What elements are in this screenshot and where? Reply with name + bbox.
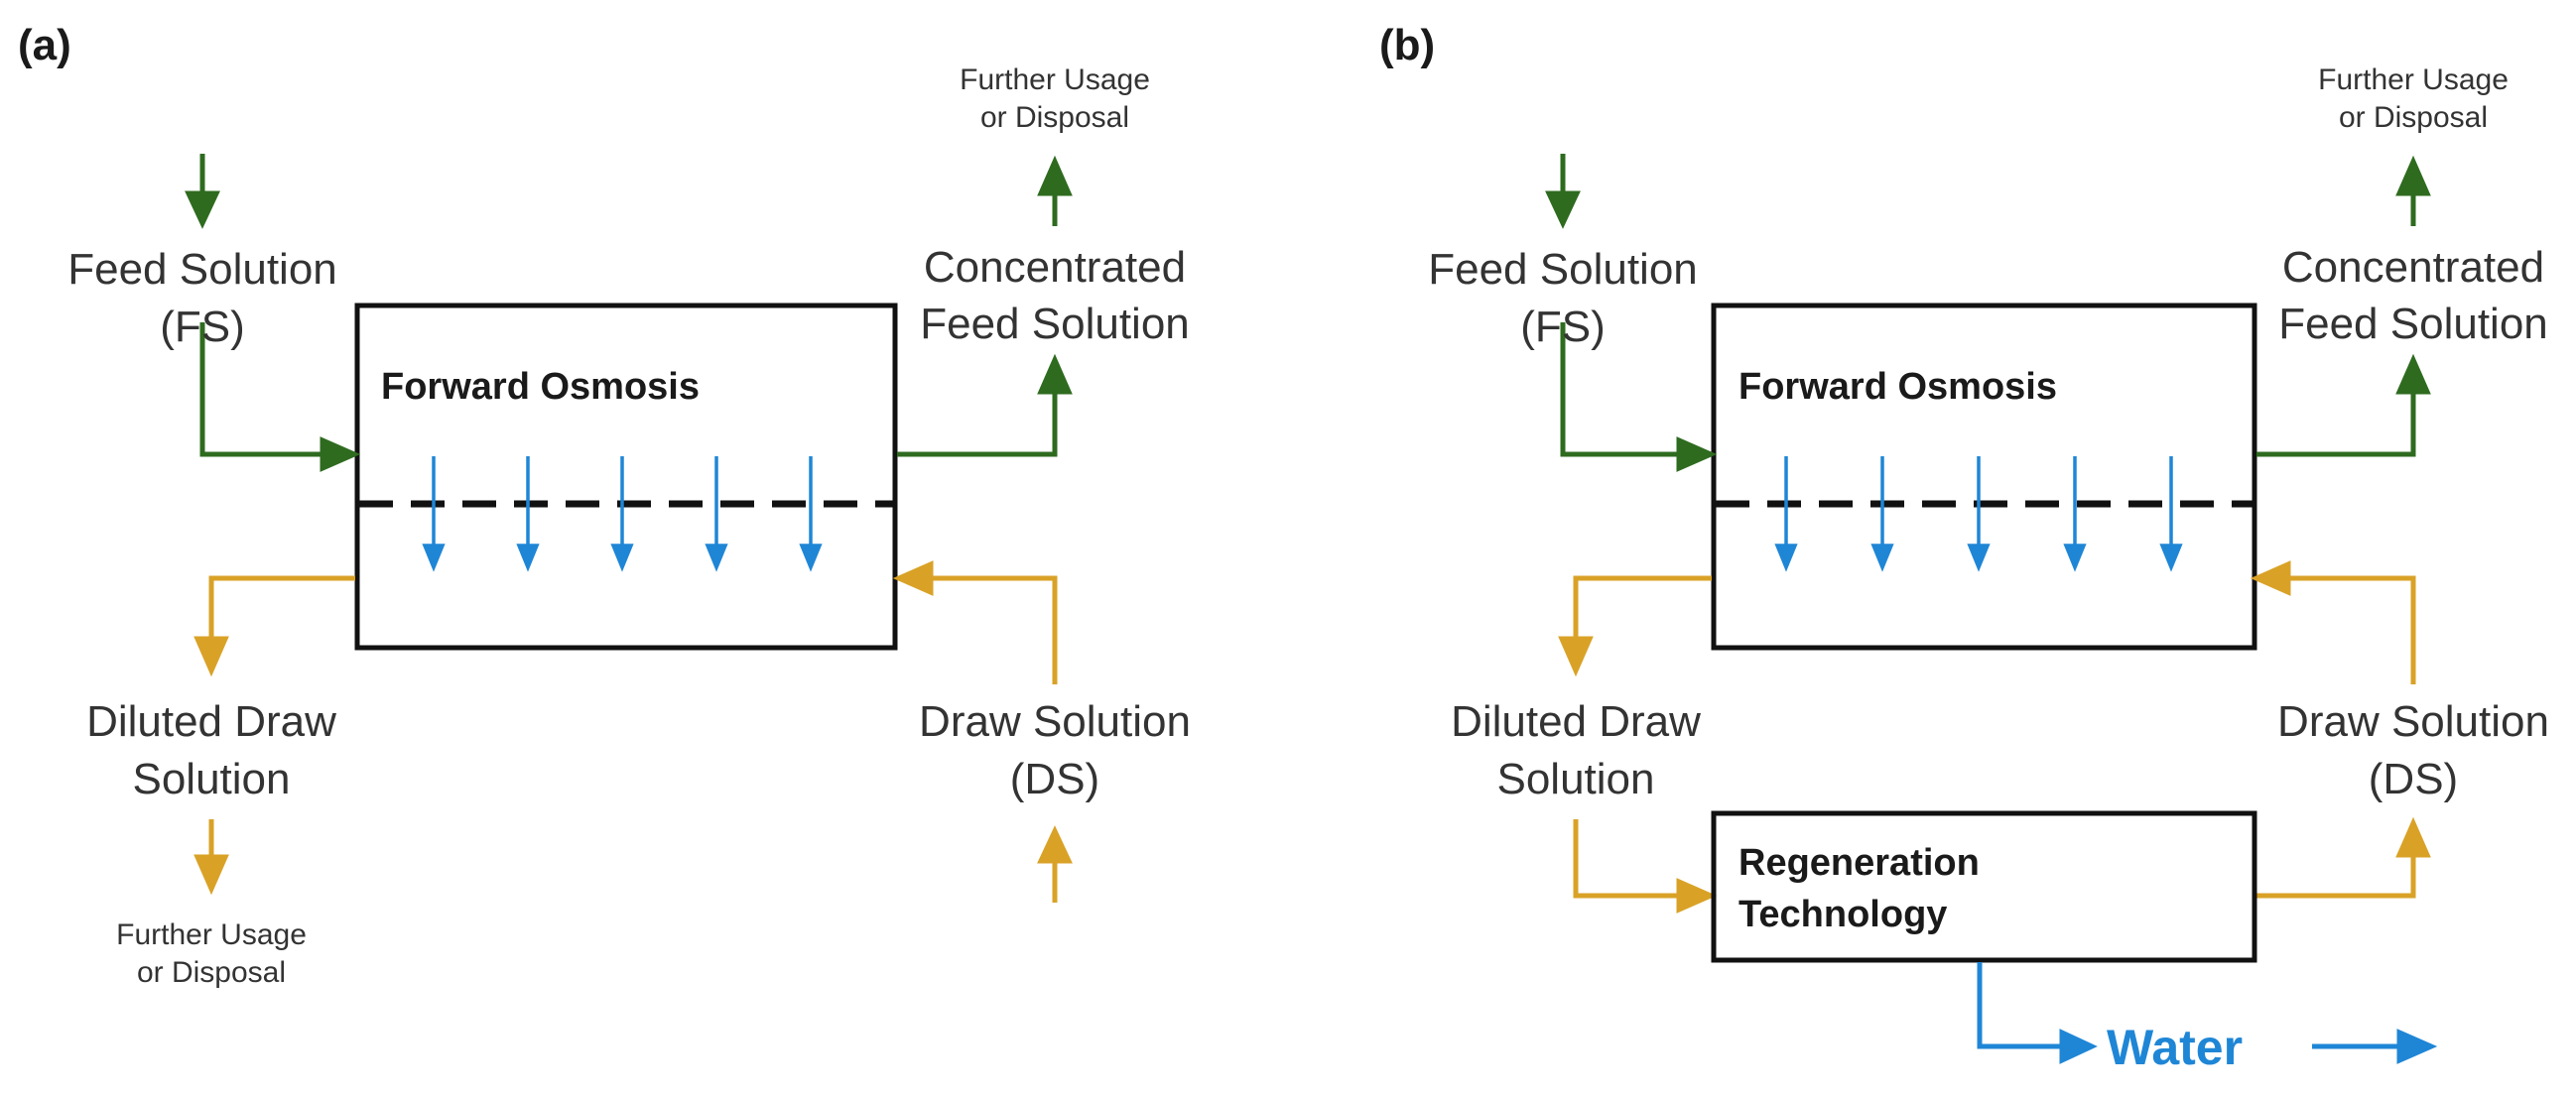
regeneration-box xyxy=(1711,810,2257,963)
diluted-draw-arrow-a xyxy=(193,575,355,896)
draw-inlet-arrow-a xyxy=(892,560,1073,903)
panel-a: (a) Forward Osmosis Feed Solution (FS) C… xyxy=(18,21,1191,989)
feed-inlet-arrow-b xyxy=(1545,154,1718,472)
concentrated-feed-label2-b: Feed Solution xyxy=(2278,300,2548,348)
diluted-draw-label2-a: Solution xyxy=(132,755,290,803)
forward-osmosis-box-b xyxy=(1711,303,2257,651)
further-usage-top-a: Further Usage xyxy=(960,63,1150,96)
technology-label: Technology xyxy=(1739,894,1947,935)
further-usage-top-b: Further Usage xyxy=(2318,63,2509,96)
panel-b-tag: (b) xyxy=(1379,21,1435,69)
draw-solution-abbr-b: (DS) xyxy=(2369,755,2458,803)
draw-solution-label-a: Draw Solution xyxy=(919,697,1191,746)
or-disposal-bottom-a: or Disposal xyxy=(137,956,286,989)
water-output-arrow xyxy=(1977,962,2438,1064)
diluted-draw-label-b: Diluted Draw xyxy=(1451,697,1701,746)
diluted-draw-label-a: Diluted Draw xyxy=(86,697,336,746)
further-usage-bottom-a: Further Usage xyxy=(116,918,307,951)
or-disposal-top-a: or Disposal xyxy=(980,101,1129,134)
water-flux-arrows-b xyxy=(1774,456,2183,572)
feed-solution-label-b: Feed Solution xyxy=(1428,245,1698,294)
concentrated-feed-arrow-b xyxy=(2256,155,2431,457)
panel-a-tag: (a) xyxy=(18,21,71,69)
water-label: Water xyxy=(2107,1020,2243,1075)
feed-inlet-arrow-a xyxy=(185,154,361,472)
diluted-draw-arrow-b xyxy=(1558,575,1718,914)
draw-inlet-arrow-b xyxy=(2250,560,2431,899)
concentrated-feed-label-a: Concentrated xyxy=(924,243,1186,292)
regeneration-label: Regeneration xyxy=(1739,842,1980,884)
draw-solution-abbr-a: (DS) xyxy=(1010,755,1099,803)
or-disposal-top-b: or Disposal xyxy=(2339,101,2488,134)
feed-solution-abbr-b: (FS) xyxy=(1520,303,1606,351)
feed-solution-label-a: Feed Solution xyxy=(67,245,337,294)
concentrated-feed-label-b: Concentrated xyxy=(2282,243,2544,292)
water-flux-arrows-a xyxy=(422,456,823,572)
diluted-draw-label2-b: Solution xyxy=(1496,755,1654,803)
forward-osmosis-title-a: Forward Osmosis xyxy=(381,366,700,408)
forward-osmosis-title-b: Forward Osmosis xyxy=(1739,366,2057,408)
panel-b: (b) Forward Osmosis Feed Solution (FS) C… xyxy=(1379,21,2549,1075)
concentrated-feed-arrow-a xyxy=(897,155,1073,457)
concentrated-feed-label2-a: Feed Solution xyxy=(920,300,1190,348)
feed-solution-abbr-a: (FS) xyxy=(160,303,245,351)
draw-solution-label-b: Draw Solution xyxy=(2277,697,2549,746)
forward-osmosis-box-a xyxy=(354,303,898,651)
